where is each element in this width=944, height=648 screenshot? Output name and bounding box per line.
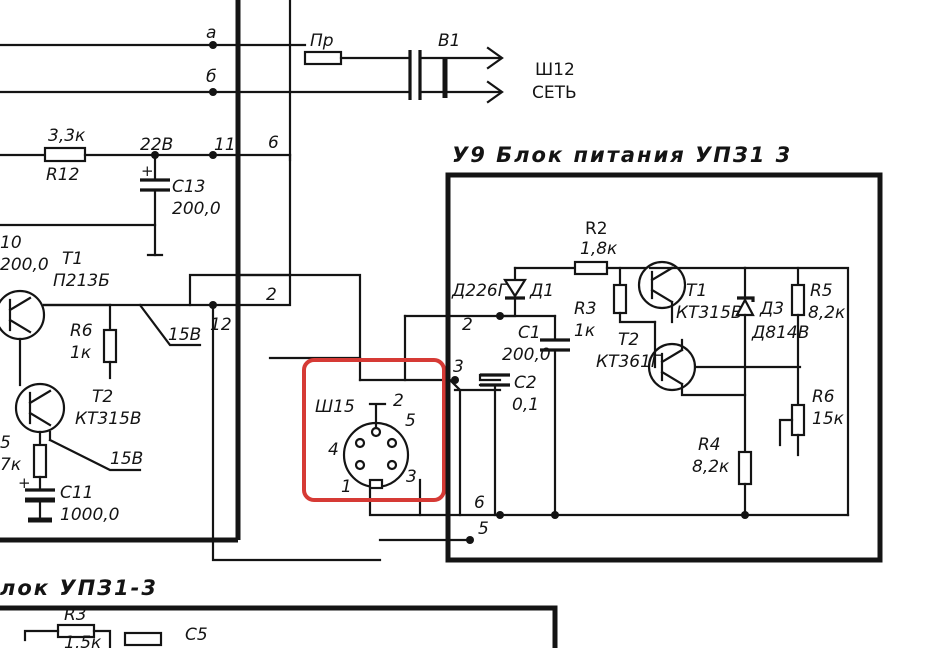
r2-ref: R2 [585,219,608,239]
resistor-r4 [737,450,753,486]
fuse-ref: Пр [310,31,334,51]
transistor-t2 [14,382,66,434]
resistor-r5 [790,283,806,317]
terminal-11-label: 11 [214,135,236,155]
node-22v-label: 22В [140,135,173,155]
bottom-r3-ref: R3 [64,605,87,625]
resistor-r12 [43,146,87,163]
terminal-2-label: 2 [266,285,277,305]
r4-value: 8,2к [692,457,730,477]
mains-plug-ref: Ш12 [535,60,575,80]
r6-ref-pu: R6 [812,387,835,407]
r5-ref: R5 [810,281,833,301]
transistor-t1 [0,289,46,341]
pu-terminal-5: 5 [478,519,489,539]
pu-terminal-3: 3 [453,357,464,377]
d3-type: Д814В [751,323,809,343]
r12-value: 3,3к [48,126,86,146]
voltage-15v-b: 15В [110,449,143,469]
highlight-box [302,358,446,502]
bottom-block: лок УПЗ1-3 R3 1,5к C5 [0,576,558,648]
interconnect-wires [211,0,502,562]
c11-ref: C11 [60,483,94,503]
pu-t2-ref: T2 [618,330,639,350]
voltage-15v-a: 15В [168,325,201,345]
c1-ref: C1 [518,323,541,343]
svg-text:+: + [141,162,154,180]
mains-plug-arrow-top [486,46,504,70]
sh15-pin-5: 5 [405,411,416,431]
d3-ref: Д3 [759,299,784,319]
r6-value: 1к [70,343,92,363]
t1-type: П213Б [53,271,110,291]
t1-ref: T1 [62,249,83,269]
r3-value: 1к [574,321,596,341]
svg-text:+: + [18,474,31,492]
d1-type: Д226Г [451,281,509,301]
resistor-r6-pu [790,403,806,437]
transistor-t1-pu [637,260,687,310]
mains-plug-label: СЕТЬ [532,83,577,103]
mains-input: Пр В1 Ш12 СЕТЬ [303,31,577,104]
bottom-block-frame [0,605,558,648]
d1-ref: Д1 [529,281,554,301]
r6-ref: R6 [70,321,93,341]
c10-ref-partial: 10 [0,233,22,253]
c2-value: 0,1 [512,395,539,415]
fuse-pr [303,50,343,66]
resistor-r6 [102,328,118,364]
power-unit-frame [445,172,883,563]
terminal-12-label: 12 [210,315,232,335]
bottom-block-title: лок УПЗ1-3 [0,576,158,600]
r4-ref: R4 [698,435,721,455]
resistor-r3 [612,283,628,315]
pu-t2-type: КТ361Г [596,352,662,372]
diode-d1 [503,278,527,299]
resistor-r2 [573,260,609,276]
t2-ref: T2 [92,387,113,407]
c10-value-partial: 200,0 [0,255,49,275]
sh15-ref: Ш15 [315,397,355,417]
r6-value-pu: 15к [812,409,845,429]
terminal-b-label: б [206,67,216,87]
r5-ref-partial: 5 [0,433,11,453]
terminal-a-label: а [206,23,216,43]
sh15-pin-2: 2 [393,391,404,411]
resistor-r5-partial [32,443,48,479]
r2-value: 1,8к [580,239,618,259]
switch-ref: В1 [438,31,460,51]
r12-ref: R12 [46,165,79,185]
left-block: а б 3,3к R12 22В 11 6 + C13 200,0 10 200… [0,0,412,543]
pu-t1-type: КТ315В [676,303,743,323]
c2-ref: C2 [514,373,537,393]
r5-value: 8,2к [808,303,846,323]
sh15-pin-4: 4 [328,440,339,460]
c13-ref: C13 [172,177,206,197]
power-unit: У9 Блок питания УПЗ1 3 2 3 6 5 Д226Г Д1 … [378,143,883,563]
bottom-r3-value: 1,5к [64,633,102,648]
pu-t1-ref: T1 [686,281,707,301]
sh15-pin-1: 1 [341,477,352,497]
pu-terminal-6: 6 [474,493,485,513]
c1-value: 200,0 [502,345,551,365]
bottom-c5-ref: C5 [185,625,208,645]
c11-value: 1000,0 [60,505,119,525]
t2-type: КТ315В [75,409,142,429]
r3-ref: R3 [574,299,597,319]
mains-plug-arrow-bottom [486,80,504,104]
r5-value-partial: 7к [0,455,22,475]
pu-terminal-2: 2 [462,315,473,335]
connector-sh15: Ш15 2 5 4 3 1 [302,358,446,502]
sh15-pin-3: 3 [406,467,417,487]
c13-value: 200,0 [172,199,221,219]
power-unit-title: У9 Блок питания УПЗ1 3 [452,143,792,167]
terminal-6-label: 6 [268,133,279,153]
